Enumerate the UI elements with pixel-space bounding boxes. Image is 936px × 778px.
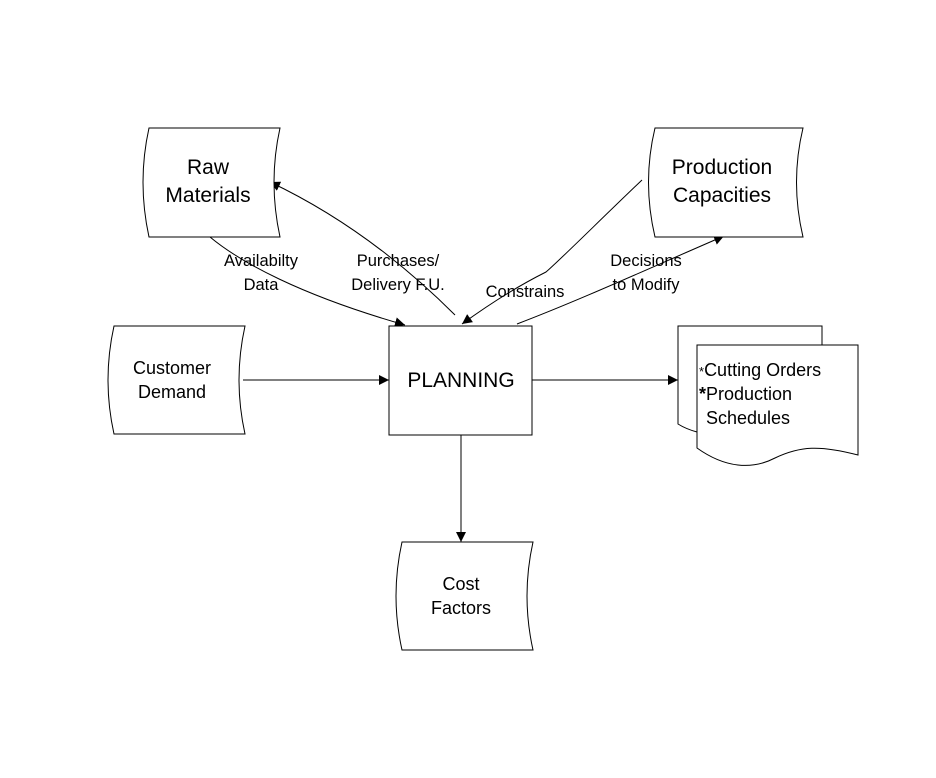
edge-purchases-delivery <box>269 181 456 316</box>
outputs-item1: *Cutting Orders <box>699 360 821 380</box>
cost-factors-node: Cost Factors <box>395 541 534 651</box>
purchases-line2: Delivery F.U. <box>351 276 445 294</box>
customer-demand-line2: Demand <box>138 382 206 402</box>
outputs-item2-line2: Schedules <box>706 408 790 428</box>
edge-decisions-to-modify <box>516 235 725 325</box>
raw-materials-line1: Raw <box>187 156 230 179</box>
outputs-node: *Cutting Orders *Production Schedules <box>677 325 859 466</box>
raw-materials-node: Raw Materials <box>142 127 281 238</box>
cost-factors-line2: Factors <box>431 598 491 618</box>
customer-demand-line1: Customer <box>133 358 211 378</box>
edge-label-constrains: Constrains <box>486 283 565 301</box>
production-capacities-line1: Production <box>672 156 772 179</box>
raw-materials-line2: Materials <box>165 184 250 207</box>
edge-label-decisions: Decisions to Modify <box>610 252 682 294</box>
purchases-line1: Purchases/ <box>357 252 440 270</box>
edge-label-availability: Availabilty Data <box>224 252 299 294</box>
cost-factors-line1: Cost <box>442 574 479 594</box>
outputs-item2: *Production <box>699 384 792 404</box>
decisions-line2: to Modify <box>613 276 681 294</box>
outputs-front-page <box>696 344 859 466</box>
planning-label: PLANNING <box>407 369 514 392</box>
edge-label-purchases: Purchases/ Delivery F.U. <box>351 252 445 294</box>
planning-node: PLANNING <box>388 325 533 436</box>
production-capacities-node: Production Capacities <box>648 127 804 238</box>
decisions-line1: Decisions <box>610 252 682 270</box>
customer-demand-node: Customer Demand <box>107 325 246 435</box>
production-capacities-line2: Capacities <box>673 184 771 207</box>
availability-line2: Data <box>244 276 280 294</box>
edge-availability-data <box>209 236 406 328</box>
availability-line1: Availabilty <box>224 252 299 270</box>
constrains-label: Constrains <box>486 283 565 301</box>
edge-constrains <box>461 179 643 325</box>
